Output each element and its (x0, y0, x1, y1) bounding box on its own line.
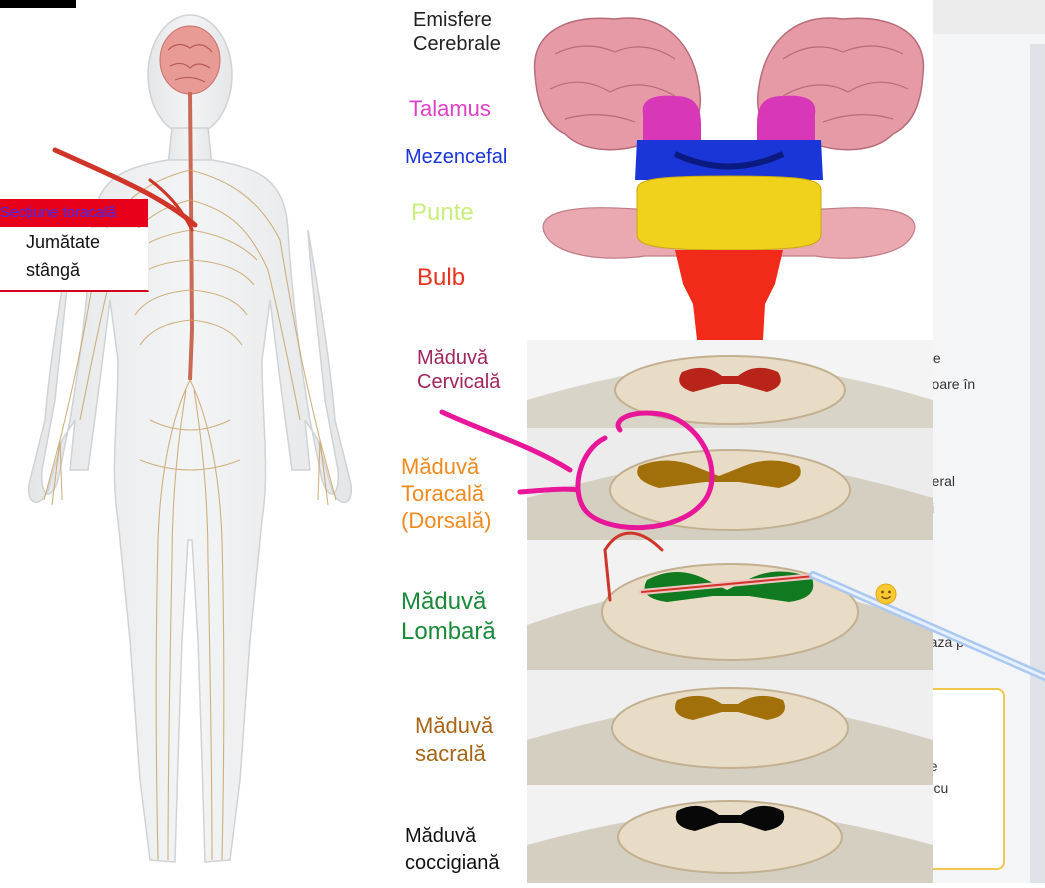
label-pons: Punte (411, 199, 474, 226)
cord-slice-cervical (527, 340, 933, 428)
nervous-system-figure-panel (0, 0, 380, 883)
cord-slice-lumbar (527, 540, 933, 670)
label-sacral-line1: Măduvă (415, 713, 494, 738)
label-thoracic-line3: (Dorsală) (401, 508, 492, 533)
label-sacral-line2: sacrală (415, 741, 486, 766)
section-label-thoracic: Secțiune toracală (0, 199, 148, 227)
label-cervical-line2: Cervicală (417, 371, 501, 393)
label-lumbar-line2: Lombară (401, 618, 496, 645)
label-hemispheres-line1: Emisfere (413, 9, 492, 31)
label-coccygeal-line1: Măduvă (405, 825, 477, 847)
label-thoracic-line1: Măduvă (401, 454, 480, 479)
label-hemispheres: Emisfere Cerebrale (413, 8, 501, 56)
half-label-line1: Jumătate (26, 232, 101, 252)
cord-slice-coccygeal (527, 785, 933, 883)
label-midbrain: Mezencefal (405, 146, 508, 168)
smiley-icon (875, 583, 897, 605)
cord-slice-thoracic (527, 428, 933, 540)
label-lumbar: Măduvă Lombară (401, 587, 496, 647)
annotation-overlay (439, 409, 818, 602)
label-thoracic: Măduvă Toracală (Dorsală) (401, 453, 491, 534)
label-medulla: Bulb (417, 264, 466, 291)
half-label-line2: stângă (26, 260, 81, 280)
window-tab-strip (0, 0, 76, 8)
label-thoracic-line2: Toracală (401, 481, 485, 506)
label-cervical: Măduvă Cervicală (417, 346, 500, 394)
brainstem-illustration (533, 17, 925, 340)
label-thalamus: Talamus (409, 96, 491, 121)
cord-slice-sacral (527, 670, 933, 785)
pointer-stylus-icon (809, 571, 1045, 681)
label-lumbar-line1: Măduvă (401, 588, 487, 615)
label-hemispheres-line2: Cerebrale (413, 33, 501, 55)
background-topbar (930, 0, 1045, 34)
label-cervical-line1: Măduvă (417, 347, 489, 369)
label-sacral: Măduvă sacrală (415, 712, 493, 768)
half-label-box: Jumătate stângă (0, 228, 149, 292)
human-body-illustration (28, 14, 352, 863)
label-coccygeal-line2: coccigiană (405, 852, 500, 874)
label-coccygeal: Măduvă coccigiană (405, 823, 500, 877)
brain-cord-panel: Emisfere Cerebrale Talamus Mezencefal Pu… (381, 0, 933, 883)
